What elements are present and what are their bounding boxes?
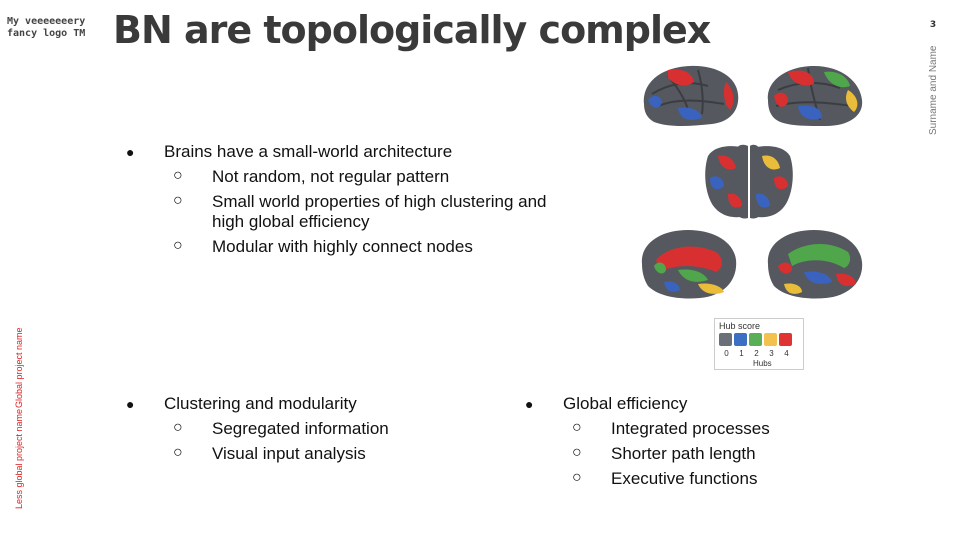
project-name-global: Global project name [14, 327, 24, 408]
page-number: 3 [929, 20, 937, 30]
logo: My veeeeeeery fancy logo TM [7, 16, 102, 40]
legend-scores: 0 1 2 3 4 [719, 349, 794, 358]
bullet-sub: ○ Visual input analysis [124, 444, 524, 464]
legend-swatch-3 [764, 333, 777, 346]
bullet-circle: ○ [572, 444, 582, 461]
project-name-less-global: Less global project name [14, 408, 24, 509]
bullet-circle: ○ [173, 167, 183, 184]
legend-score: 0 [724, 349, 729, 358]
legend-swatch-1 [734, 333, 747, 346]
hub-score-legend: Hub score 0 1 2 3 4 Hubs [714, 318, 804, 370]
bullet-sub: ○ Executive functions [523, 469, 883, 489]
bullet-circle: ○ [173, 237, 183, 254]
brain-hub-figure [641, 65, 863, 299]
brain-dorsal [705, 144, 793, 219]
legend-swatch-2 [749, 333, 762, 346]
bullet-text: Global efficiency [563, 394, 688, 413]
bullet-list-small-world: ●Brains have a small-world architecture … [124, 142, 554, 262]
bullet-text: Visual input analysis [212, 444, 366, 463]
bullet-sub: ○ Not random, not regular pattern [124, 167, 554, 187]
legend-swatch-0 [719, 333, 732, 346]
logo-line-1: My veeeeeeery [7, 16, 86, 27]
bullet-text: Shorter path length [611, 444, 756, 463]
brain-medial-left [641, 230, 737, 299]
bullet-text: Brains have a small-world architecture [164, 142, 453, 161]
bullet-circle: ○ [173, 419, 183, 436]
bullet-circle: ○ [173, 444, 183, 461]
brain-medial-right [767, 230, 863, 299]
bullet-list-global-efficiency: ● Global efficiency ○ Integrated processes… [523, 394, 883, 494]
bullet-sub: ○ Segregated information [124, 419, 524, 439]
legend-score: 3 [769, 349, 774, 358]
bullet-dot: ● [126, 396, 135, 412]
legend-swatches [719, 333, 792, 346]
bullet-dot: ● [525, 396, 534, 412]
bullet-sub: ○ Shorter path length [523, 444, 883, 464]
bullet-sub: ○ Modular with highly connect nodes [124, 237, 554, 257]
bullet-text: Not random, not regular pattern [212, 167, 450, 186]
legend-title: Hub score [719, 321, 761, 331]
bullet-main: ● Global efficiency [523, 394, 883, 414]
bullet-list-clustering: ● Clustering and modularity ○ Segregated i… [124, 394, 524, 469]
bullet-circle: ○ [572, 419, 582, 436]
bullet-sub: ○ Integrated processes [523, 419, 883, 439]
bullet-dot: ● [126, 144, 135, 160]
bullet-text: Segregated information [212, 419, 389, 438]
brain-lateral-right [767, 66, 863, 126]
legend-caption: Hubs [753, 359, 772, 368]
legend-score: 4 [784, 349, 789, 358]
slide-title: BN are topologically complex [113, 8, 711, 52]
brain-lateral-left [643, 65, 739, 126]
legend-score: 1 [739, 349, 744, 358]
bullet-text: Modular with highly connect nodes [212, 237, 473, 256]
bullet-main: ● Brains have a small-world architecture [124, 142, 554, 162]
logo-line-2: fancy logo TM [7, 28, 86, 39]
bullet-main: ● Clustering and modularity [124, 394, 524, 414]
bullet-text: Clustering and modularity [164, 394, 357, 413]
bullet-circle: ○ [572, 469, 582, 486]
bullet-circle: ○ [173, 192, 183, 209]
bullet-text: Executive functions [611, 469, 758, 488]
bullet-sub: ○ Small world properties of high clusteri… [124, 192, 554, 232]
bullet-text: Integrated processes [611, 419, 770, 438]
bullet-text: Small world properties of high clusterin… [212, 192, 547, 231]
project-names: Global project name Less global project … [14, 327, 24, 509]
legend-swatch-4 [779, 333, 792, 346]
legend-score: 2 [754, 349, 759, 358]
author-name: Surname and Name [928, 45, 939, 136]
